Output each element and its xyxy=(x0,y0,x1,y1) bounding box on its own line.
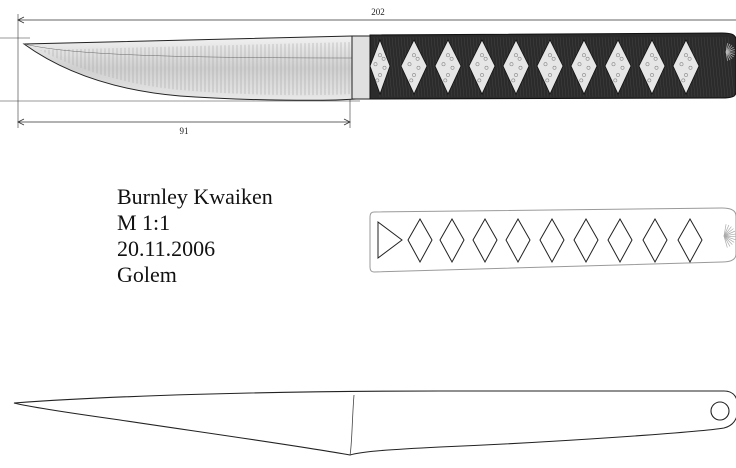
handle-wrap-diamond xyxy=(536,39,564,95)
height-extension-lines xyxy=(0,37,360,102)
overall-dimension: 202 xyxy=(17,7,736,128)
bottom-knife-profile xyxy=(13,390,736,456)
handle-wrap-diamond xyxy=(369,38,391,96)
top-pommel-fan xyxy=(725,43,735,61)
title-block: Burnley Kwaiken M 1:1 20.11.2006 Golem xyxy=(117,184,273,288)
outline-wrap-diamond xyxy=(439,217,465,264)
handle-wrap-diamond xyxy=(604,39,632,95)
handle-wrap-diamond xyxy=(672,39,700,95)
outline-wrap-diamond xyxy=(407,217,433,264)
drawing-date: 20.11.2006 xyxy=(117,236,216,261)
outline-wrap-diamond xyxy=(607,217,633,264)
outline-wrap-diamond xyxy=(642,217,668,264)
handle-wrap-diamond xyxy=(434,39,462,95)
handle-wrap-diamond xyxy=(468,39,496,95)
outline-wrap-diamond xyxy=(573,217,599,264)
knife-name: Burnley Kwaiken xyxy=(117,184,273,209)
blade-length-dimension: 91 xyxy=(17,98,351,136)
handle-outline-view xyxy=(369,207,736,273)
drawing-scale: M 1:1 xyxy=(117,210,171,235)
handle-wrap-diamond xyxy=(502,39,530,95)
top-knife-blade xyxy=(22,35,371,101)
handle-wrap-diamond xyxy=(570,39,598,95)
drawing-author: Golem xyxy=(117,262,177,287)
handle-wrap-diamond xyxy=(400,39,428,95)
blade-length-label: 91 xyxy=(180,126,189,136)
outline-wrap-diamond xyxy=(677,217,703,264)
top-knife-handle xyxy=(369,32,736,100)
outline-wrap-diamond xyxy=(539,217,565,264)
lanyard-hole xyxy=(710,401,730,421)
outline-wrap-diamond xyxy=(505,217,531,264)
outline-pommel-fan xyxy=(723,224,736,248)
overall-length-label: 202 xyxy=(371,7,385,17)
handle-wrap-diamond xyxy=(638,39,666,95)
outline-wrap-diamond xyxy=(472,217,498,264)
